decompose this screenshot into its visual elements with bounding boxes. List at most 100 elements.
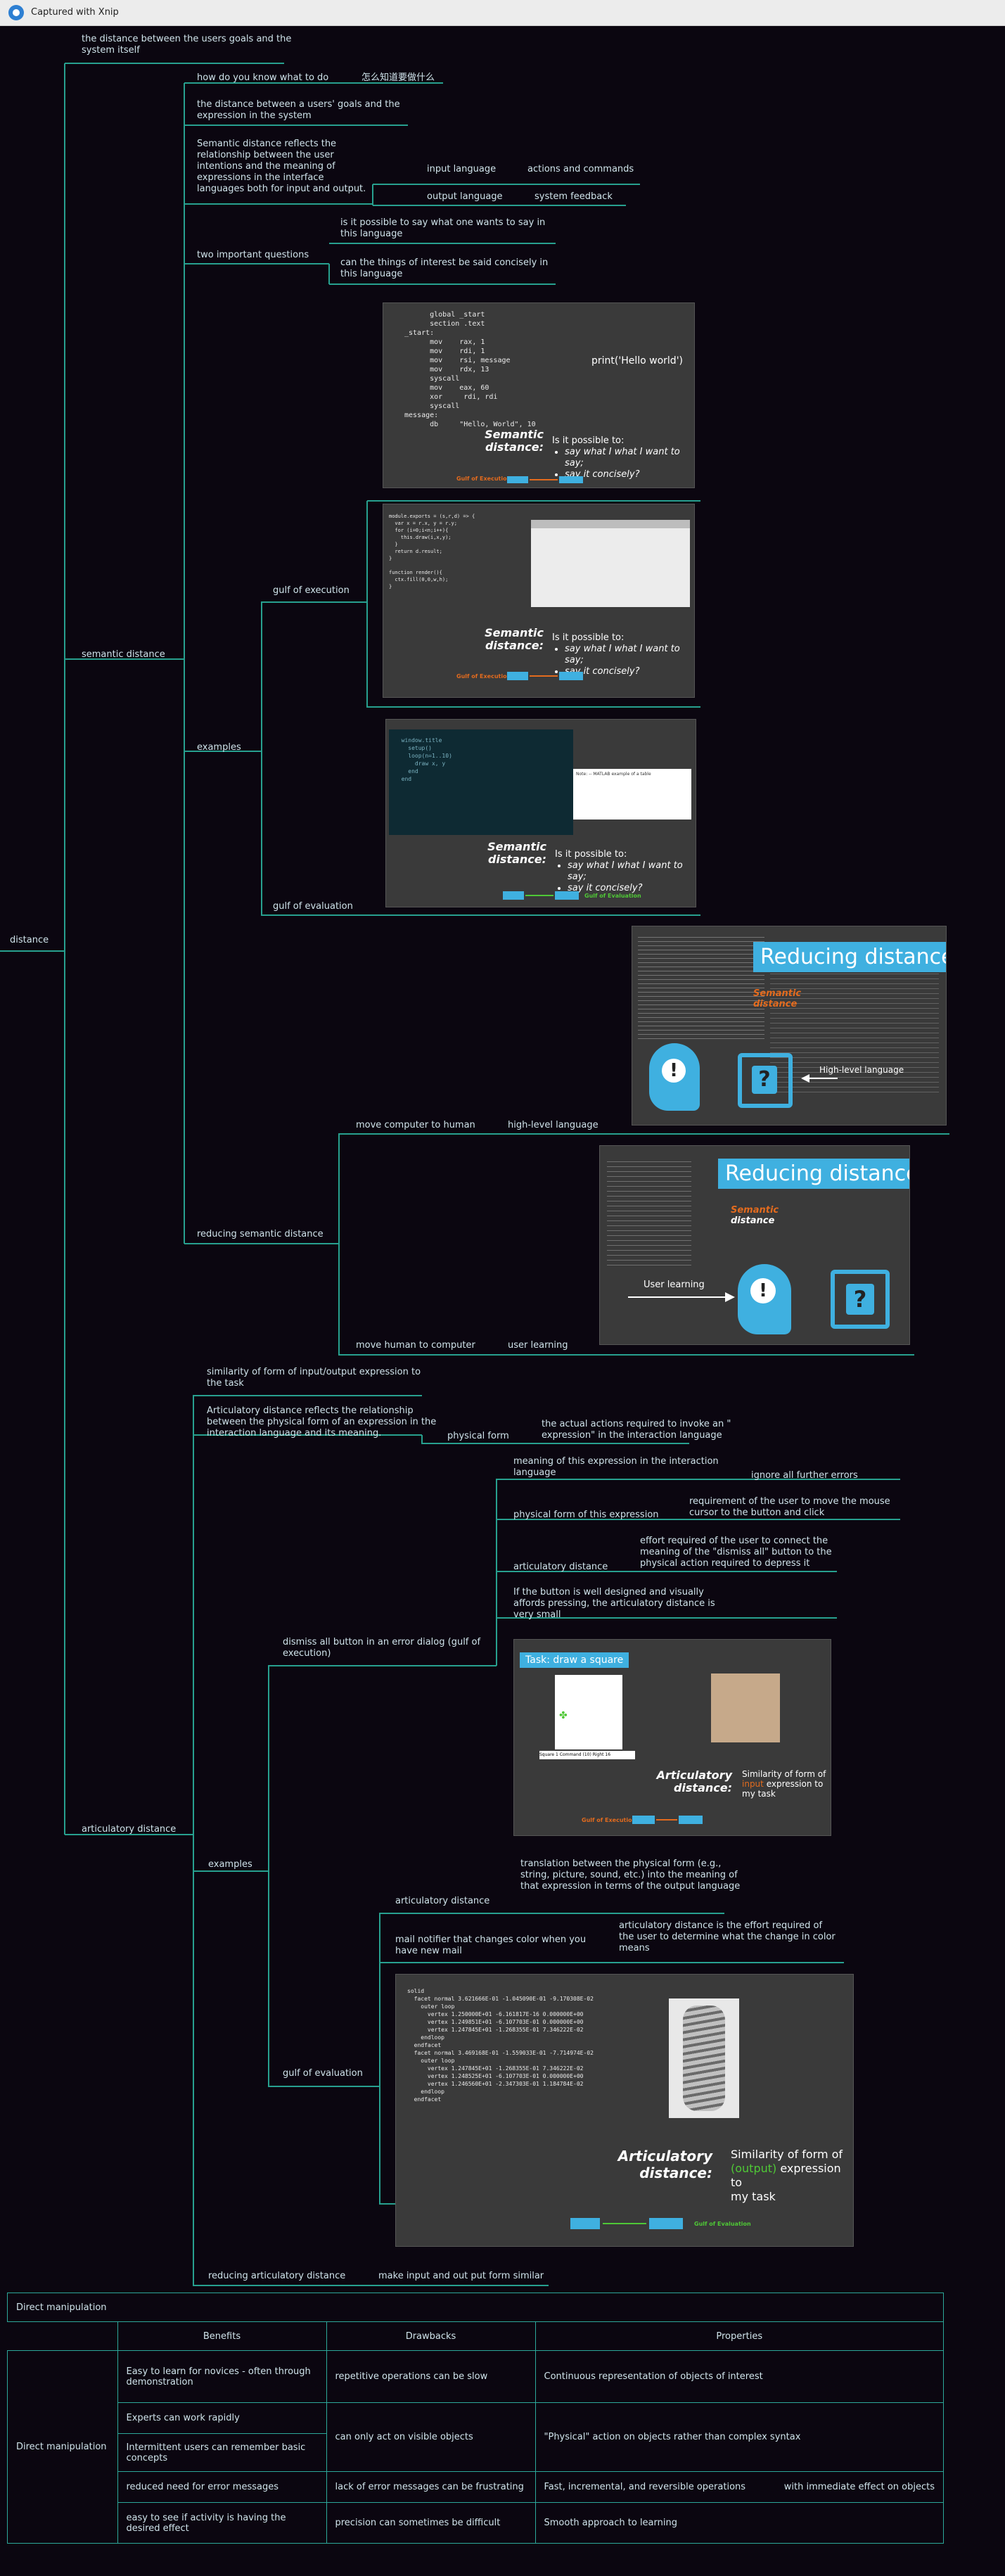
node-physical-form[interactable]: physical form bbox=[447, 1431, 509, 1441]
distance-label-2: distance: bbox=[485, 639, 544, 652]
computer-question-icon: ? bbox=[738, 1053, 793, 1108]
node-reducing-semantic[interactable]: reducing semantic distance bbox=[197, 1229, 324, 1239]
right-arrow-icon bbox=[725, 1292, 735, 1302]
property-4: Smooth approach to learning bbox=[534, 2502, 944, 2544]
node-semantic-distance[interactable]: semantic distance bbox=[82, 649, 165, 660]
gulf-execution-caption: Gulf of Execution bbox=[456, 476, 511, 482]
node-user-learning[interactable]: user learning bbox=[508, 1340, 568, 1351]
node-semantic-reflects[interactable]: Semantic distance reflects the relations… bbox=[197, 139, 366, 194]
node-meaning-expression[interactable]: meaning of this expression in the intera… bbox=[513, 1456, 719, 1478]
slide-assembly-vs-python: global _start section .text _start: mov … bbox=[383, 302, 695, 488]
js-code: module.exports = (s,r,d) => { var x = r.… bbox=[389, 514, 475, 589]
output-box-5 bbox=[649, 2218, 683, 2229]
input-word: input bbox=[742, 1779, 764, 1789]
drawback-2: can only act on visible objects bbox=[326, 2402, 536, 2472]
window-title: Captured with Xnip bbox=[31, 7, 119, 18]
node-make-similar[interactable]: make input and out put form similar bbox=[378, 2271, 544, 2281]
my-task-word: my task bbox=[742, 1789, 776, 1799]
header-properties: Properties bbox=[534, 2321, 944, 2351]
property-1: Continuous representation of objects of … bbox=[534, 2350, 944, 2403]
user-learning-label: User learning bbox=[644, 1280, 705, 1290]
node-system-feedback[interactable]: system feedback bbox=[534, 191, 613, 202]
node-examples[interactable]: examples bbox=[197, 742, 241, 753]
node-if-button[interactable]: If the button is well designed and visua… bbox=[513, 1587, 715, 1620]
is-it-possible-2: Is it possible to: bbox=[552, 632, 625, 643]
bullet-say: say what I what I want to say; bbox=[565, 447, 694, 469]
user-learning-arrow bbox=[628, 1296, 726, 1298]
node-actions-commands[interactable]: actions and commands bbox=[527, 164, 634, 174]
semantic-label: Semantic bbox=[485, 428, 544, 441]
table-title: Direct manipulation bbox=[7, 2293, 944, 2322]
node-ignore-errors[interactable]: ignore all further errors bbox=[751, 1470, 858, 1481]
node-move-human[interactable]: move human to computer bbox=[356, 1340, 475, 1351]
execution-arrow-2 bbox=[530, 675, 558, 677]
assembly-code: global _start section .text _start: mov … bbox=[404, 311, 536, 428]
matlab-code: window.title setup() loop(n=1..10) draw … bbox=[401, 737, 452, 782]
output-box-2 bbox=[559, 672, 583, 680]
bullet-say-3: say what I what I want to say; bbox=[568, 860, 696, 883]
semantic-label-2: Semantic bbox=[485, 626, 544, 639]
node-requirement-mouse[interactable]: requirement of the user to move the mous… bbox=[689, 1496, 890, 1518]
is-it-possible-3: Is it possible to: bbox=[555, 849, 627, 860]
input-box-4 bbox=[632, 1816, 655, 1824]
reducing-distance-banner-2: Reducing distance bbox=[718, 1159, 909, 1189]
similarity-text: Similarity of form of bbox=[742, 1769, 826, 1779]
execution-arrow bbox=[530, 479, 558, 480]
node-reducing-articulatory[interactable]: reducing articulatory distance bbox=[208, 2271, 346, 2281]
semantic-label-3: Semantic bbox=[487, 840, 546, 853]
node-examples-2[interactable]: examples bbox=[208, 1859, 252, 1870]
node-question-say[interactable]: is it possible to say what one wants to … bbox=[340, 217, 546, 239]
output-box bbox=[559, 476, 583, 483]
node-effort-required[interactable]: effort required of the user to connect t… bbox=[640, 1536, 832, 1569]
node-how-do-you-know[interactable]: how do you know what to do bbox=[197, 72, 329, 83]
node-gulf-evaluation-2[interactable]: gulf of evaluation bbox=[283, 2068, 363, 2079]
node-effort-color[interactable]: articulatory distance is the effort requ… bbox=[619, 1920, 836, 1953]
bullet-say-2: say what I what I want to say; bbox=[565, 644, 694, 666]
node-gulf-evaluation[interactable]: gulf of evaluation bbox=[273, 901, 353, 912]
node-question-concise[interactable]: can the things of interest be said conci… bbox=[340, 257, 549, 279]
node-gulf-execution[interactable]: gulf of execution bbox=[273, 585, 350, 596]
blank-header bbox=[7, 2321, 118, 2351]
node-articulatory-reflects[interactable]: Articulatory distance reflects the relat… bbox=[207, 1405, 437, 1439]
node-output-language[interactable]: output language bbox=[427, 191, 503, 202]
node-articulatory-distance[interactable]: articulatory distance bbox=[82, 1824, 177, 1835]
node-actual-actions[interactable]: the actual actions required to invoke an… bbox=[542, 1419, 731, 1441]
property-2: "Physical" action on objects rather than… bbox=[534, 2402, 944, 2472]
keyword-list bbox=[638, 933, 764, 1039]
distance-label-5: distance bbox=[731, 1216, 775, 1226]
node-similarity-form[interactable]: similarity of form of input/output expre… bbox=[207, 1367, 421, 1389]
expression-word-2: expression to bbox=[731, 2162, 841, 2189]
output-box-3 bbox=[555, 891, 579, 900]
node-mail-notifier[interactable]: mail notifier that changes color when yo… bbox=[395, 1934, 587, 1956]
node-translation[interactable]: translation between the physical form (e… bbox=[520, 1858, 741, 1892]
human-head-icon-2: ! bbox=[738, 1264, 791, 1334]
node-distance[interactable]: distance bbox=[10, 935, 49, 945]
node-users-goals[interactable]: the distance between the users goals and… bbox=[82, 34, 292, 56]
property-3-cell: Fast, incremental, and reversible operat… bbox=[534, 2471, 944, 2503]
node-two-questions[interactable]: two important questions bbox=[197, 250, 309, 260]
slide-stl-spring: solid facet normal 3.621666E-01 -1.04509… bbox=[395, 1974, 854, 2247]
node-articulatory-distance-3[interactable]: articulatory distance bbox=[395, 1896, 490, 1906]
node-high-level[interactable]: high-level language bbox=[508, 1120, 598, 1130]
drawing-canvas: ✤ bbox=[555, 1675, 622, 1749]
question-block: Is it possible to:say what I what I want… bbox=[552, 435, 694, 480]
node-how-chinese[interactable]: 怎么知道要做什么 bbox=[361, 72, 435, 83]
node-move-computer[interactable]: move computer to human bbox=[356, 1120, 475, 1130]
arrow-shaft bbox=[809, 1078, 838, 1079]
node-dismiss-all[interactable]: dismiss all button in an error dialog (g… bbox=[283, 1637, 481, 1659]
articulatory-distance-label: distance: bbox=[673, 1781, 732, 1794]
drawback-3: lack of error messages can be frustratin… bbox=[326, 2471, 536, 2503]
command-input: Square 1 Command (10) Right 16 bbox=[539, 1751, 635, 1759]
input-box-2 bbox=[507, 672, 528, 680]
stl-code: solid facet normal 3.621666E-01 -1.04509… bbox=[407, 1988, 594, 2103]
node-distance-goals-expression[interactable]: the distance between a users' goals and … bbox=[197, 99, 400, 121]
task-banner: Task: draw a square bbox=[520, 1652, 629, 1668]
gulf-evaluation-caption-2: Gulf of Evaluation bbox=[694, 2221, 751, 2227]
input-box bbox=[507, 476, 528, 483]
spring-render-image bbox=[669, 1998, 739, 2118]
bullet-concise-2: say it concisely? bbox=[565, 666, 694, 677]
node-input-language[interactable]: input language bbox=[427, 164, 497, 174]
node-physical-form-expression[interactable]: physical form of this expression bbox=[513, 1510, 659, 1520]
node-articulatory-distance-2[interactable]: articulatory distance bbox=[513, 1562, 608, 1572]
